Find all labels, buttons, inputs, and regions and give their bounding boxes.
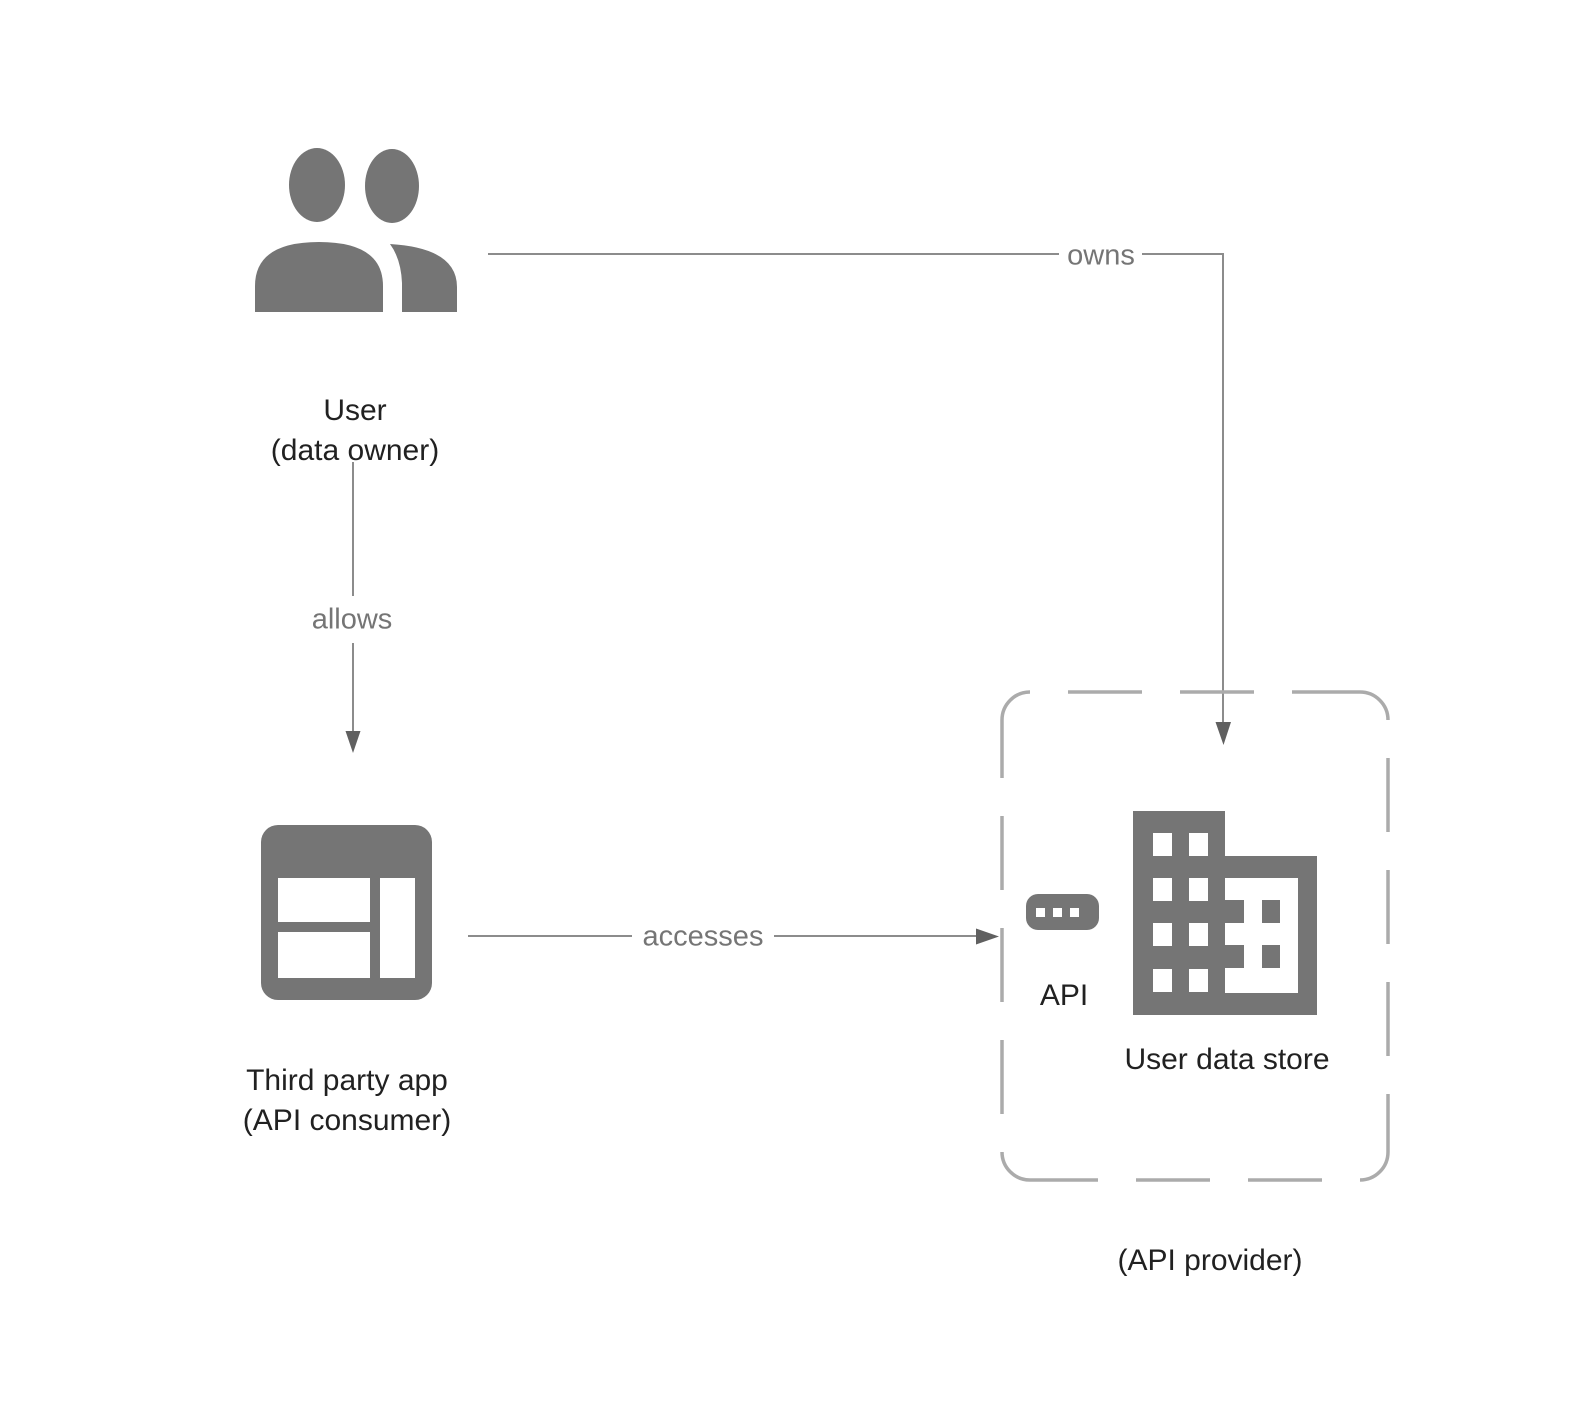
api-provider-label: (API provider) (1117, 1244, 1303, 1277)
owns-arrowhead (1215, 722, 1231, 745)
user-label-title: User (323, 394, 387, 427)
third-party-app-label-title: Third party app (246, 1064, 448, 1097)
api-chip-icon (1026, 894, 1099, 930)
api-label: API (1039, 979, 1089, 1012)
user-data-store-label: User data store (1124, 1043, 1330, 1076)
owns-edge (488, 253, 1231, 745)
owns-edge-label: owns (1061, 239, 1141, 273)
third-party-app-label: Third party app (API consumer) (243, 1061, 451, 1141)
third-party-app-label-subtitle: (API consumer) (242, 1104, 452, 1137)
allows-edge-label: allows (305, 603, 399, 637)
accesses-edge-label: accesses (636, 920, 770, 954)
app-window-icon (261, 825, 432, 1000)
people-icon (255, 148, 457, 312)
user-label: User (data owner) (271, 391, 439, 471)
user-label-subtitle: (data owner) (270, 434, 440, 467)
allows-arrowhead (345, 731, 361, 753)
accesses-arrowhead (976, 928, 999, 945)
building-icon (1133, 811, 1317, 1015)
